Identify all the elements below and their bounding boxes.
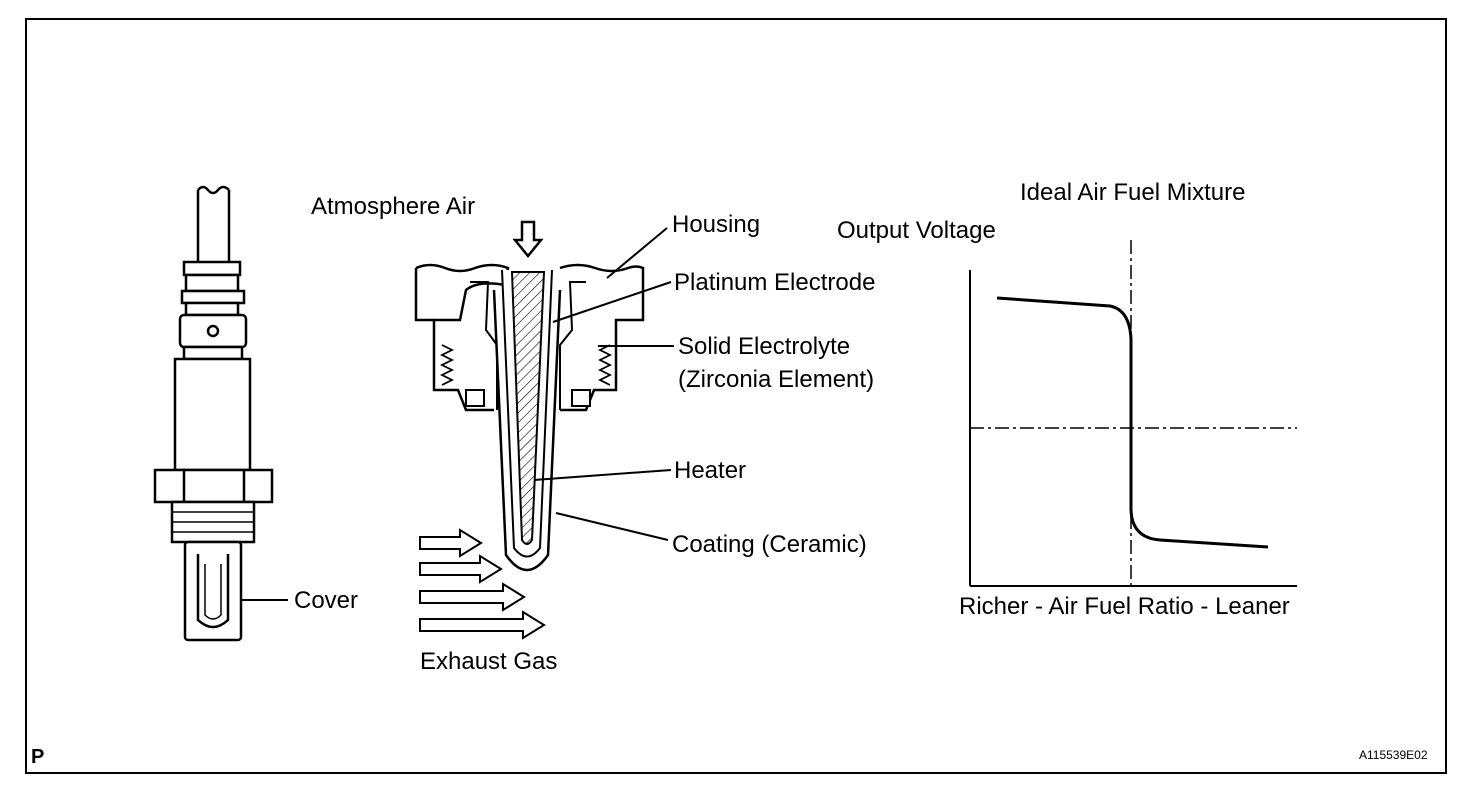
figure-id: A115539E02 [1359,748,1428,762]
leader-lines [533,227,674,541]
sensor-cross-section [414,220,645,572]
platinum-electrode-label: Platinum Electrode [674,269,876,296]
graph-title: Ideal Air Fuel Mixture [1020,179,1246,206]
voltage-curve [996,296,1269,549]
diagram-frame [25,18,1447,774]
zirconia-element-label: (Zirconia Element) [678,366,875,393]
graph-x-label: Richer - Air Fuel Ratio - Leaner [959,593,1290,620]
coating-label: Coating (Ceramic) [672,531,867,558]
atmosphere-air-label: Atmosphere Air [311,193,476,220]
oxygen-sensor-drawing [153,185,288,642]
corner-mark: P [31,746,45,768]
cover-label: Cover [294,587,359,614]
output-voltage-graph [969,240,1297,587]
exhaust-gas-arrows [419,528,546,640]
atmosphere-air-arrow [512,220,544,258]
exhaust-gas-label: Exhaust Gas [420,648,558,675]
heater-label: Heater [674,457,747,484]
solid-electrolyte-label: Solid Electrolyte [678,333,851,360]
graph-y-label: Output Voltage [837,217,996,244]
housing-label: Housing [672,211,761,238]
